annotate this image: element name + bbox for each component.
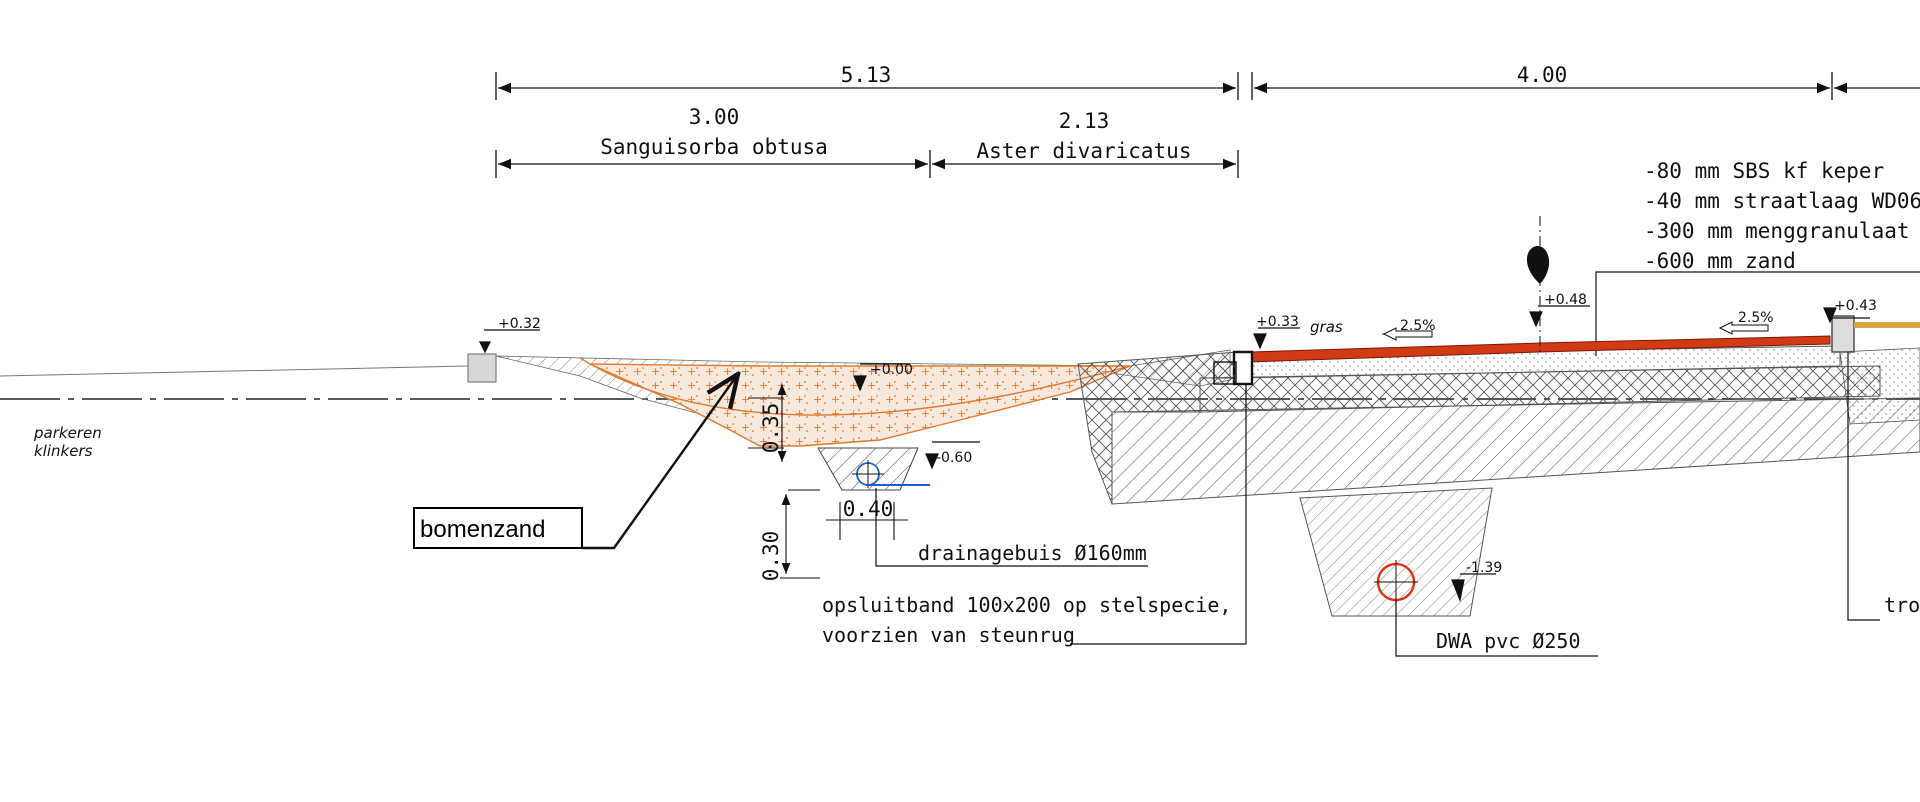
kerb-right	[1831, 315, 1855, 353]
dim-trench-depth: 0.30	[759, 531, 783, 582]
level-kerb-left: +0.33	[1256, 314, 1299, 330]
pavement-layers-list: -80 mm SBS kf keper -40 mm straatlaag WD…	[1644, 159, 1920, 273]
slope-right: 2.5%	[1738, 310, 1774, 326]
dim-trench-width: 0.40	[843, 497, 894, 521]
tree-sand-leader	[582, 374, 738, 550]
sewer-leader	[1395, 600, 1598, 657]
label-tree-sand: bomenzand	[420, 516, 545, 543]
label-kerb-line1: opsluitband 100x200 op stelspecie,	[822, 593, 1231, 617]
label-kerb-line2: voorzien van steunrug	[822, 623, 1075, 647]
sidewalk-base	[1839, 347, 1920, 425]
level-sewer-bottom: -1.39	[1466, 560, 1502, 576]
small-dimension-lines	[748, 384, 908, 579]
sand-base	[1111, 397, 1920, 505]
level-kerb-right: +0.43	[1834, 298, 1877, 314]
dim-sub-left-name: Sanguisorba obtusa	[600, 135, 828, 159]
dim-sub-right-name: Aster divaricatus	[977, 139, 1192, 163]
dim-total-left: 5.13	[841, 63, 892, 87]
layer-1: -80 mm SBS kf keper	[1644, 159, 1884, 183]
crown-marker-icon	[1526, 246, 1550, 284]
label-parking-line1: parkeren	[33, 424, 102, 442]
slope-arrow-right-icon	[1718, 321, 1769, 335]
layer-2: -40 mm straatlaag WD06	[1644, 189, 1920, 213]
label-drain-pipe: drainagebuis Ø160mm	[918, 541, 1147, 565]
kerb-left-support	[1213, 361, 1237, 385]
level-markers	[479, 305, 1870, 603]
layers-leader	[1595, 271, 1920, 356]
sidewalk-leader	[1847, 352, 1880, 621]
slope-arrow-left-icon	[1382, 327, 1433, 341]
sidewalk-pavement	[1854, 322, 1920, 328]
dim-swale-depth: 0.35	[759, 403, 783, 454]
label-grass: gras	[1310, 318, 1343, 336]
tree-sand-outer-line	[579, 357, 1131, 416]
dimension-lines	[495, 72, 1920, 178]
parking-surface	[0, 365, 469, 377]
parking-edge-block	[467, 353, 497, 383]
drain-leader	[875, 488, 1148, 567]
dim-sub-right-value: 2.13	[1059, 109, 1110, 133]
label-sewer: DWA pvc Ø250	[1436, 629, 1581, 653]
dim-sub-left-value: 3.00	[689, 105, 740, 129]
dim-total-right: 4.00	[1517, 63, 1568, 87]
level-parking-edge: +0.32	[498, 316, 541, 332]
level-drain-bottom: -0.60	[936, 450, 972, 466]
layer-3: -300 mm menggranulaat	[1644, 219, 1910, 243]
slope-left: 2.5%	[1400, 318, 1436, 334]
level-path-crown: +0.48	[1544, 292, 1587, 308]
sewer-trench	[1299, 487, 1493, 617]
level-swale-bottom: +0.00	[870, 362, 913, 378]
tree-sand-label-box	[413, 507, 583, 549]
layer-4: -600 mm zand	[1644, 249, 1796, 273]
kerb-leader	[1070, 384, 1247, 645]
label-sidewalk: tro	[1884, 593, 1920, 617]
label-parking-line2: klinkers	[34, 442, 93, 460]
